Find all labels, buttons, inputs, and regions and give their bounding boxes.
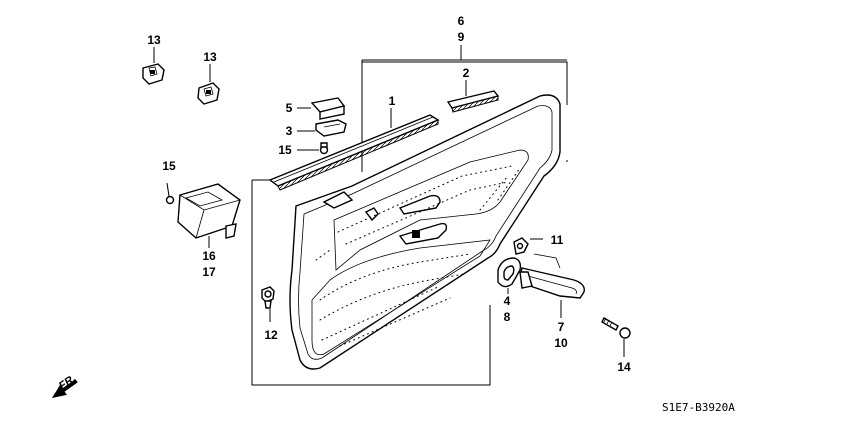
callout-4: 4 [504,294,511,308]
clip-lower [261,286,275,322]
callout-14: 14 [617,360,631,374]
switch-cover [297,97,346,120]
grommet-right [197,64,220,105]
door-lining-panel [289,94,561,370]
window-moulding-strip [268,108,440,191]
callout-8: 8 [504,310,511,324]
callout-11: 11 [551,233,564,247]
front-direction-arrow [52,379,78,398]
pull-handle [519,253,585,318]
callout-15-left: 15 [162,159,176,173]
callout-16: 16 [202,249,216,263]
callout-12: 12 [264,328,278,342]
callout-10: 10 [554,336,568,350]
diagram-code: S1E7-B3920A [662,401,735,414]
callout-labels: 6 9 2 1 5 3 15 13 13 15 16 17 12 11 4 8 … [147,14,631,374]
callout-3: 3 [286,124,293,138]
grommet-left [142,47,165,85]
callout-7: 7 [558,320,565,334]
callout-13-left: 13 [147,33,161,47]
callout-15-upper: 15 [278,143,292,157]
switch-holder [297,119,347,137]
callout-1: 1 [389,94,396,108]
callout-9: 9 [458,30,465,44]
power-window-switch [177,183,241,248]
callout-6: 6 [458,14,465,28]
callout-5: 5 [286,101,293,115]
callout-2: 2 [463,66,470,80]
callout-13-right: 13 [203,50,217,64]
clip-upper [297,142,329,155]
tapping-screw [601,317,631,357]
clip-left [165,182,175,205]
small-trim-strip [446,80,500,113]
clip-right [513,237,543,255]
handle-bezel [497,257,522,294]
callout-17: 17 [202,265,216,279]
